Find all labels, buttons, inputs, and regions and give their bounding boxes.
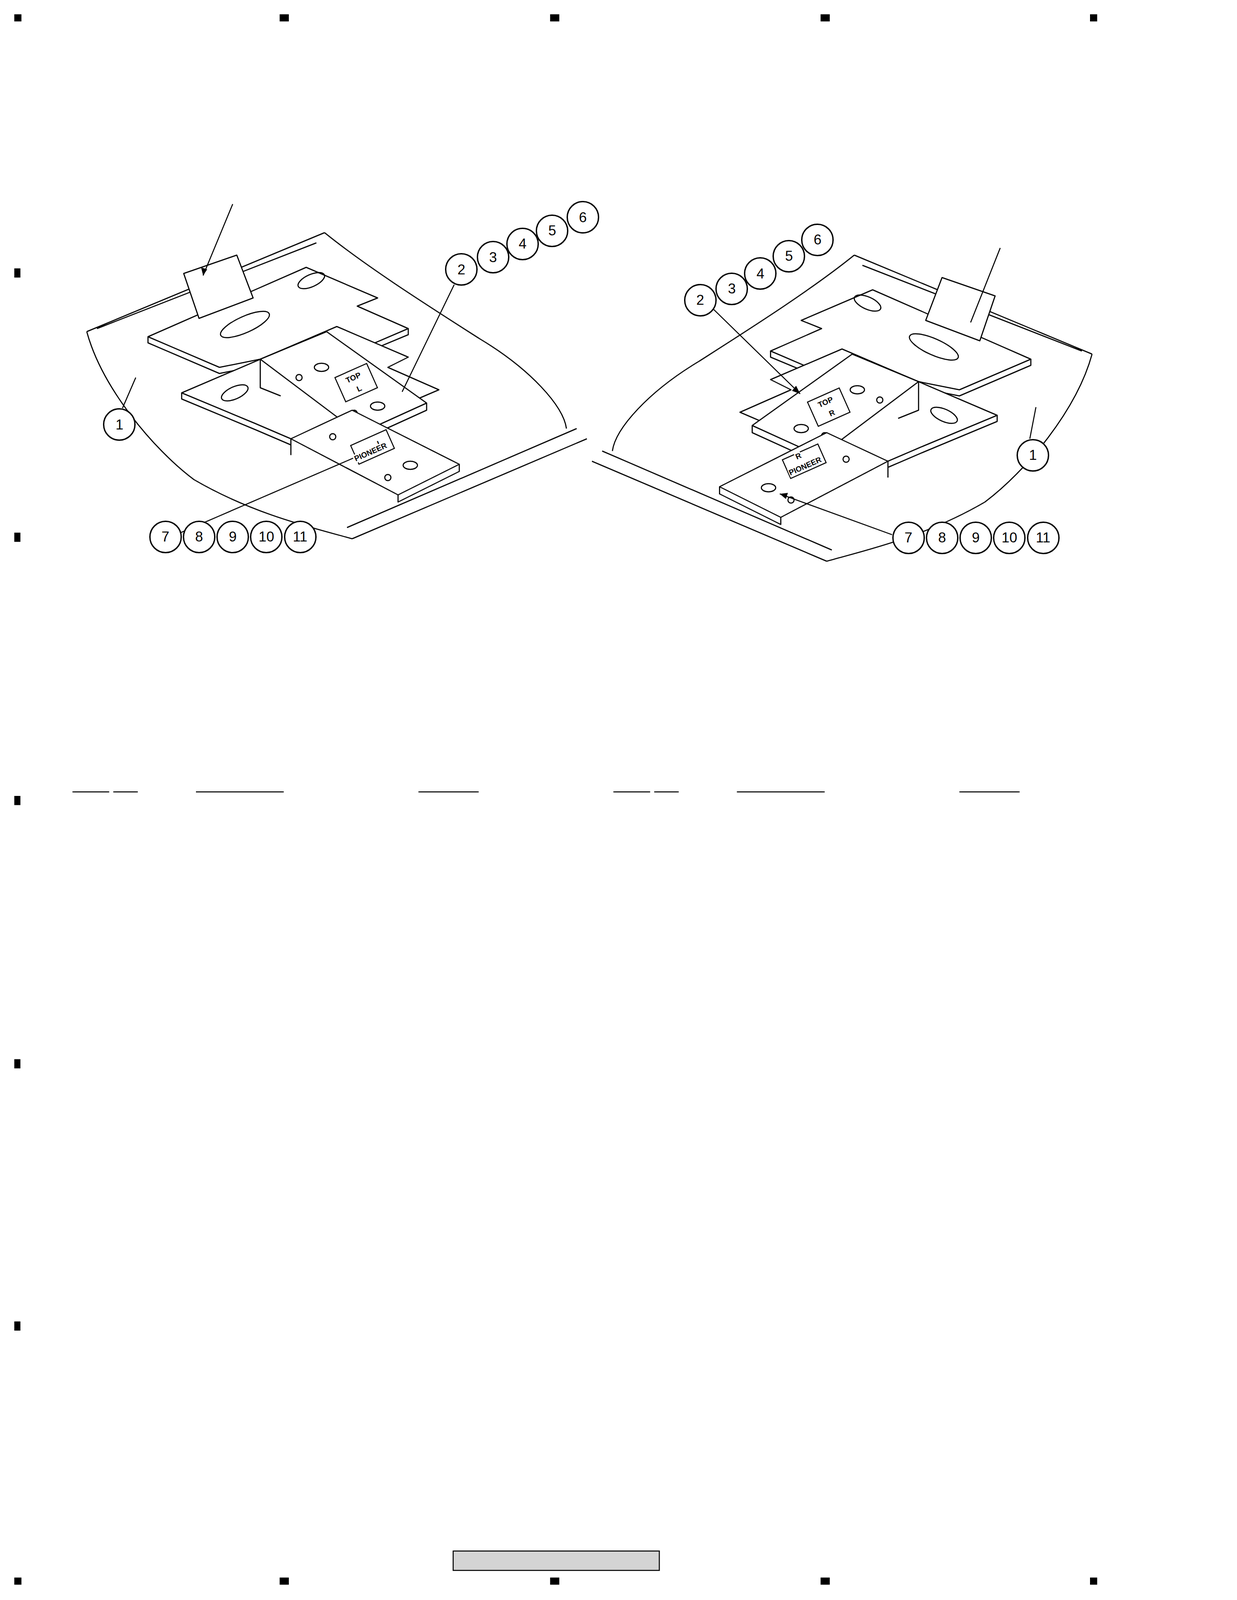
- callout-number: 9: [216, 520, 250, 554]
- callout-number: 5: [535, 214, 569, 248]
- leader-line: [122, 377, 136, 409]
- callout-number: 7: [892, 521, 925, 555]
- plate-label-boxes: [334, 363, 850, 479]
- leader-line: [203, 204, 233, 276]
- callout-text: 7: [904, 530, 913, 545]
- callout-text: 7: [161, 529, 170, 544]
- callout-number: 6: [801, 223, 834, 257]
- label-box: [782, 444, 827, 479]
- callout-text: 9: [228, 529, 237, 544]
- callout-number: 2: [684, 283, 717, 317]
- callout-text: 11: [1035, 530, 1051, 545]
- callout-text: 3: [728, 281, 736, 296]
- callout-number: 10: [992, 521, 1026, 555]
- packing-right: [591, 255, 1093, 562]
- label-box: [334, 363, 378, 402]
- callout-number: 3: [476, 240, 510, 274]
- page-bar: [453, 1551, 660, 1571]
- callout-text: 6: [578, 210, 587, 225]
- arrow-tips: [200, 267, 801, 500]
- callout-text: 4: [756, 266, 765, 281]
- callout-text: 1: [1028, 448, 1037, 463]
- callout-number: 1: [102, 408, 136, 441]
- callout-number: 11: [1026, 521, 1060, 555]
- callout-text: 10: [1001, 530, 1017, 545]
- callout-text: 11: [292, 529, 308, 544]
- callout-text: 2: [457, 262, 465, 277]
- callout-text: 1: [115, 417, 124, 432]
- arrow-tip: [779, 493, 788, 500]
- callout-text: 9: [971, 530, 980, 545]
- callout-text: 5: [785, 249, 793, 264]
- label-box: [350, 430, 395, 465]
- callout-text: 3: [488, 250, 497, 265]
- callout-number: 10: [249, 520, 283, 554]
- callout-text: 10: [258, 529, 274, 544]
- callout-text: 8: [938, 530, 946, 545]
- arrow-tip: [792, 386, 801, 395]
- callout-text: 4: [518, 236, 527, 251]
- callout-text: 5: [548, 223, 557, 238]
- callout-text: 2: [696, 293, 705, 308]
- callout-number: 4: [743, 257, 777, 290]
- leader-line: [970, 248, 1001, 323]
- callout-number: 8: [925, 521, 959, 555]
- leader-line: [713, 309, 801, 395]
- callout-number: 9: [959, 521, 993, 555]
- callout-number: 8: [182, 520, 216, 554]
- rule-lines: [72, 791, 1020, 793]
- frame-marks: [14, 14, 1098, 1586]
- callout-number: 4: [506, 227, 539, 261]
- callout-number: 3: [715, 272, 749, 306]
- arrow-tip: [200, 267, 208, 276]
- leader-line: [1029, 407, 1037, 440]
- packing-left: [86, 232, 587, 539]
- callout-number: 6: [566, 200, 600, 234]
- callout-number: 7: [149, 520, 182, 554]
- callout-number: 5: [772, 239, 806, 273]
- callout-number: 1: [1016, 439, 1050, 472]
- callout-text: 6: [813, 232, 822, 247]
- label-box: [807, 387, 851, 427]
- callout-number: 2: [444, 253, 478, 286]
- callout-number: 11: [283, 520, 317, 554]
- callout-text: 8: [195, 529, 203, 544]
- leader-lines: [122, 204, 1037, 535]
- leader-line: [779, 493, 893, 535]
- leader-line: [402, 284, 455, 392]
